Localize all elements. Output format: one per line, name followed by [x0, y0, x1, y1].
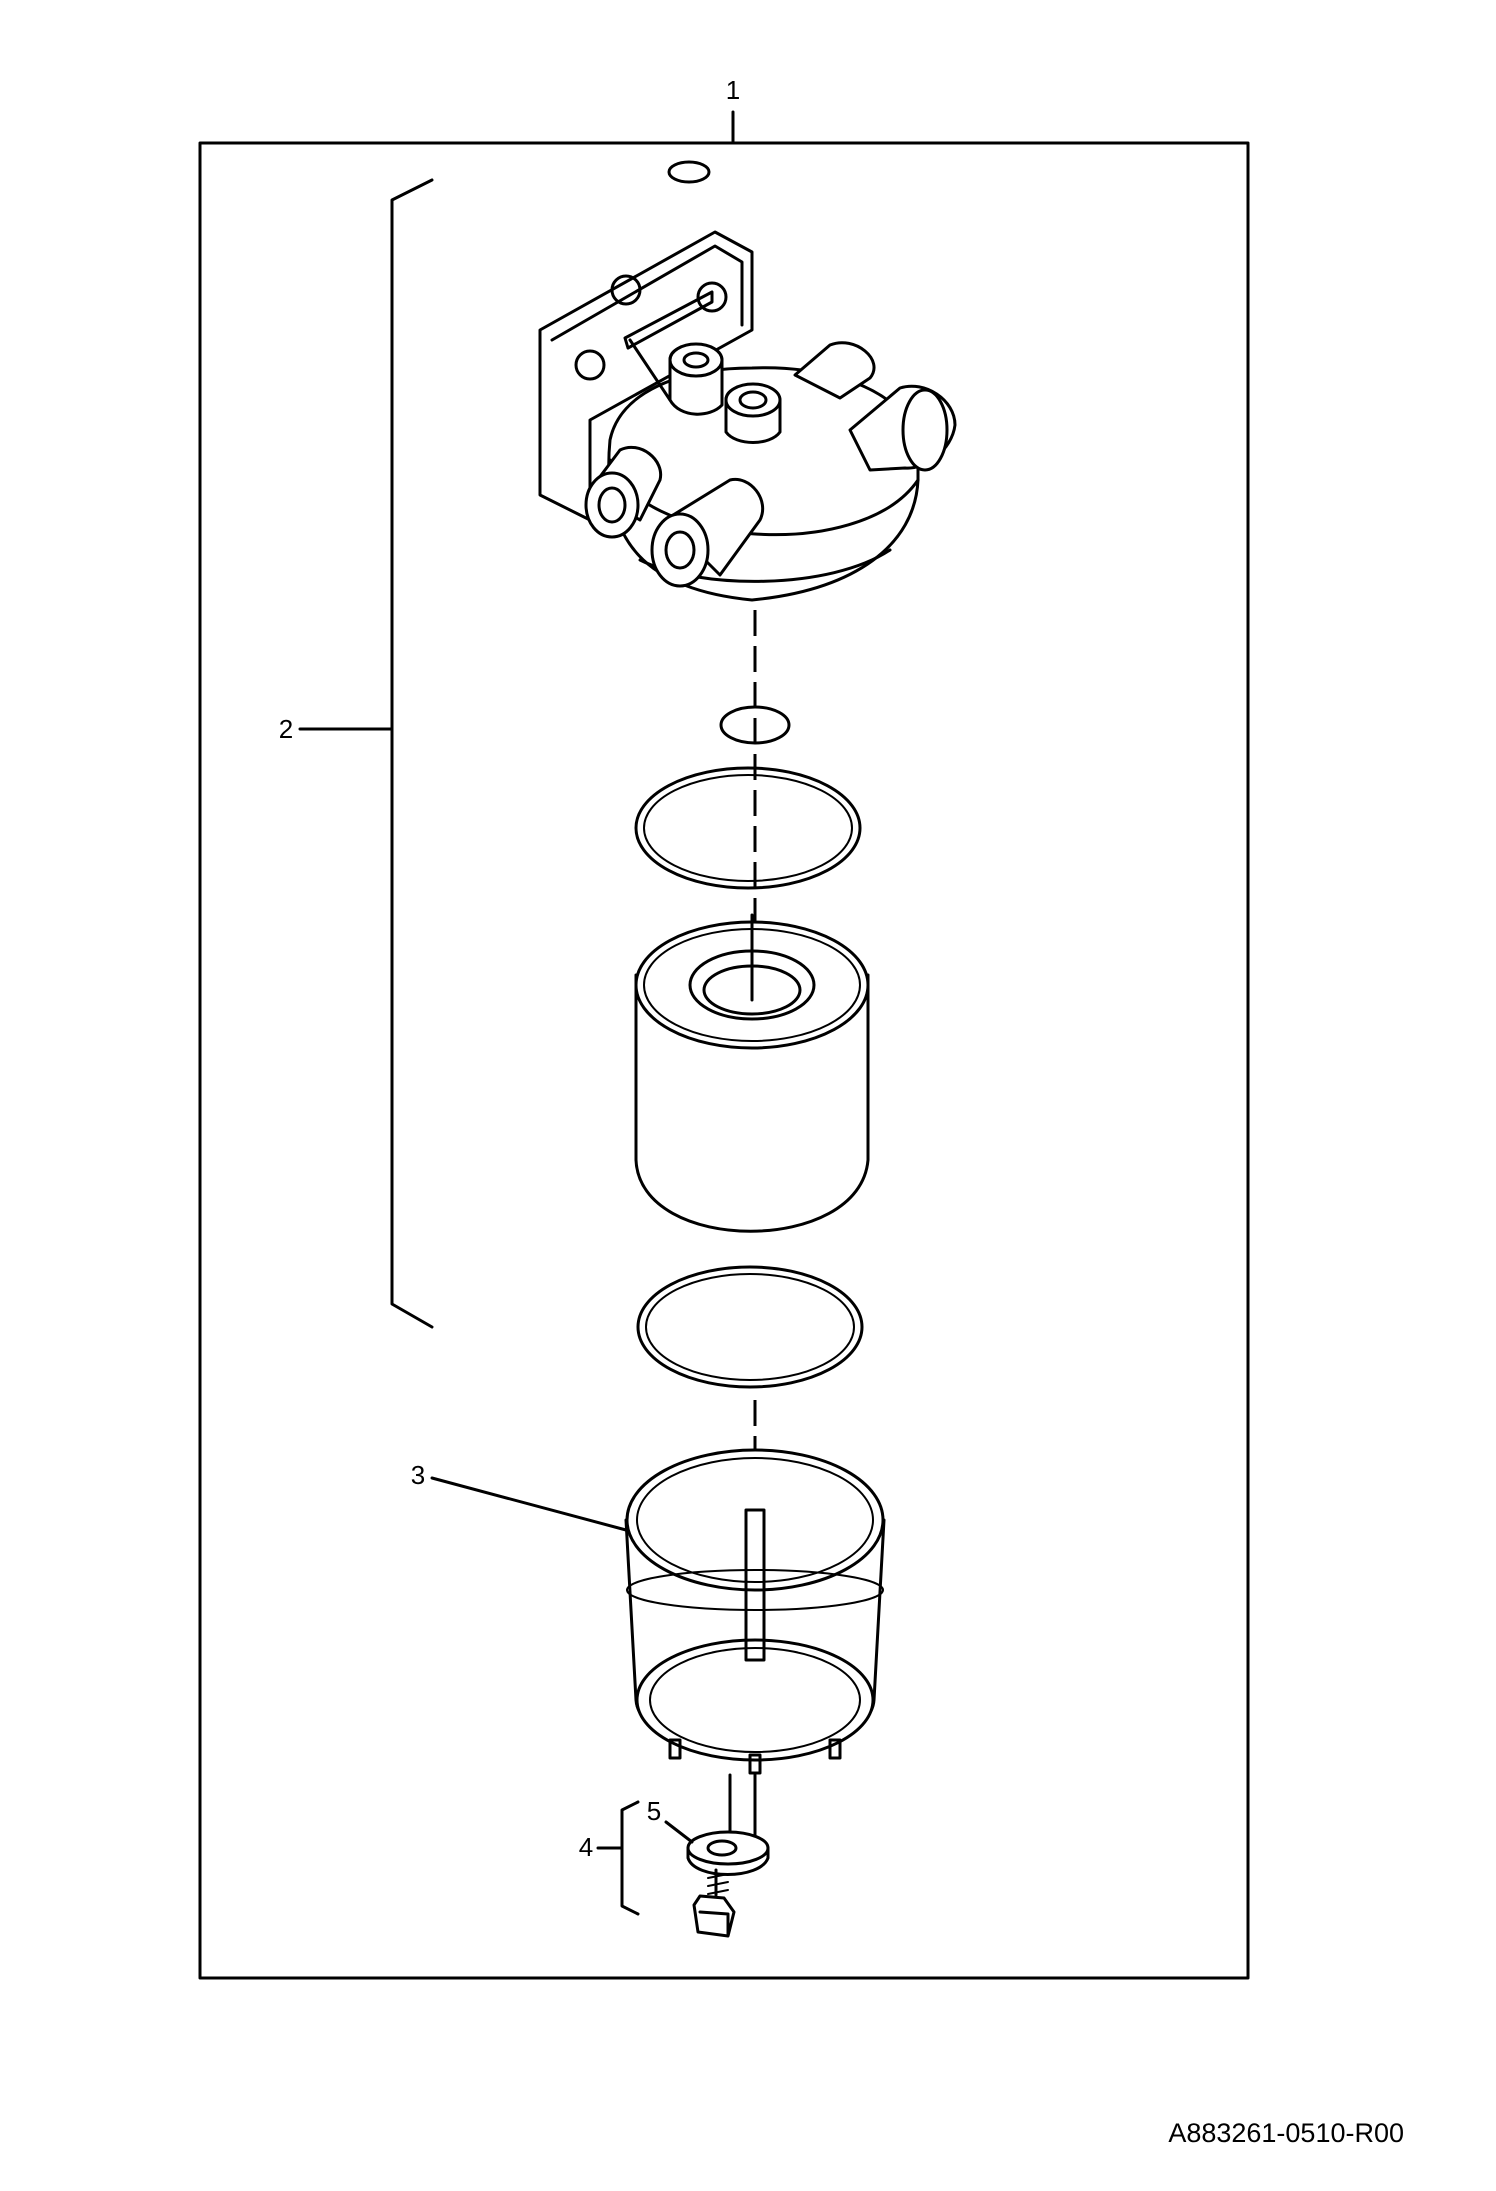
top-o-ring: [667, 160, 711, 184]
callout-3-label: 3: [411, 1460, 425, 1490]
lower-gasket: [636, 1265, 864, 1389]
callout-2-label: 2: [279, 714, 293, 744]
filter-element: [634, 913, 870, 1233]
callout-5-leader: [664, 1820, 694, 1844]
drain-washer: [686, 1830, 770, 1876]
callout-2-bracket: [390, 178, 434, 1329]
callout-5-label: 5: [647, 1796, 661, 1826]
small-o-ring: [719, 705, 791, 745]
filter-head: [538, 230, 957, 602]
callout-4-label: 4: [579, 1832, 593, 1862]
callout-3-leader: [430, 1476, 628, 1532]
document-id: A883261-0510-R00: [1168, 2118, 1404, 2148]
assembly-frame: [198, 141, 1250, 1980]
sediment-bowl: [624, 1448, 886, 1844]
drain-plug: [692, 1868, 736, 1938]
upper-gasket: [634, 766, 862, 890]
callout-4-bracket: [620, 1800, 640, 1916]
callout-1-label: 1: [726, 75, 740, 105]
